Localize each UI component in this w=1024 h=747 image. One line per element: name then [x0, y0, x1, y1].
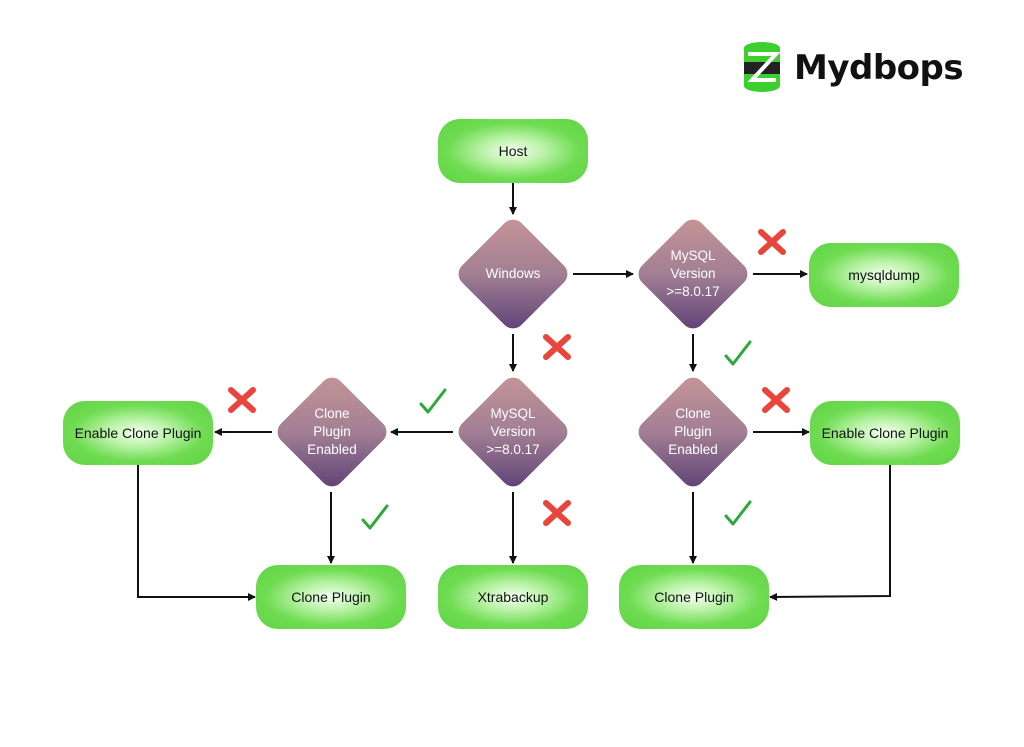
node-clone-plugin-left: Clone Plugin	[256, 565, 406, 629]
decision-clone-enabled-left-label: Clone Plugin Enabled	[307, 406, 357, 457]
check-icon	[724, 500, 752, 526]
arrow-enable-left-plugin-left	[137, 465, 256, 601]
decision-mysql-version-mid-label: MySQL Version >=8.0.17	[486, 406, 540, 457]
decision-windows-label: Windows	[485, 266, 541, 281]
cross-icon	[762, 387, 790, 413]
node-xtrabackup: Xtrabackup	[438, 565, 588, 629]
check-icon	[419, 388, 447, 414]
decision-clone-enabled-right-label: Clone Plugin Enabled	[668, 406, 718, 457]
check-icon	[724, 340, 752, 366]
cross-icon	[758, 229, 786, 255]
cross-icon	[228, 387, 256, 413]
decision-clone-enabled-right: Clone Plugin Enabled	[633, 372, 753, 492]
decision-windows: Windows	[453, 214, 573, 334]
database-icon	[744, 42, 781, 92]
cross-icon	[543, 334, 571, 360]
cross-icon	[543, 500, 571, 526]
node-clone-plugin-right: Clone Plugin	[619, 565, 769, 629]
arrow-enable-right-plugin-right	[769, 465, 891, 601]
node-enable-clone-right: Enable Clone Plugin	[810, 401, 960, 465]
decision-mysql-version-top: MySQL Version >=8.0.17	[633, 214, 753, 334]
decision-mysql-version-mid: MySQL Version >=8.0.17	[453, 372, 573, 492]
decision-mysql-version-top-label: MySQL Version >=8.0.17	[666, 248, 720, 299]
decision-clone-enabled-left: Clone Plugin Enabled	[272, 372, 392, 492]
node-mysqldump: mysqldump	[809, 243, 959, 307]
node-host: Host	[438, 119, 588, 183]
logo-text: Mydbops	[794, 48, 964, 88]
check-icon	[361, 504, 389, 530]
mydbops-logo: Mydbops	[742, 40, 964, 96]
node-enable-clone-left: Enable Clone Plugin	[63, 401, 213, 465]
